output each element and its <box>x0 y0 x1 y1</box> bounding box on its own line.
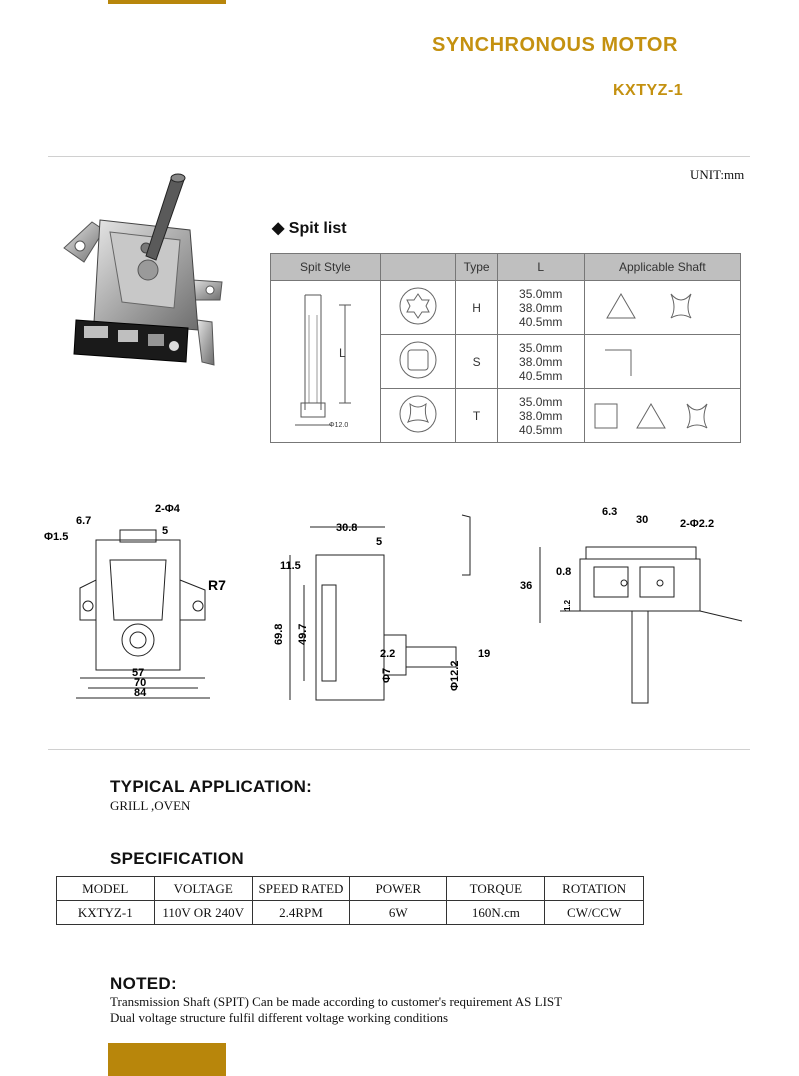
specification-table: MODEL VOLTAGE SPEED RATED POWER TORQUE R… <box>56 876 644 925</box>
col-type: Type <box>455 253 498 281</box>
col-profile <box>379 253 457 281</box>
profile-s <box>379 334 457 389</box>
side-d2: 5 <box>376 536 382 548</box>
motor-photo <box>63 173 223 366</box>
application-text: GRILL ,OVEN <box>110 798 191 813</box>
col-spit-style: Spit Style <box>270 253 381 281</box>
spec-h-model: MODEL <box>56 876 155 901</box>
side-d7: Φ7 <box>381 668 393 683</box>
spec-value-row: KXTYZ-1 110V OR 240V 2.4RPM 6W 160N.cm C… <box>56 900 644 925</box>
front-d4: 5 <box>162 525 168 537</box>
side-view-drawing: 30.8 5 11.5 69.8 49.7 2.2 Φ7 Φ12.2 19 <box>273 514 490 701</box>
type-t: T <box>455 388 498 443</box>
noted-heading: NOTED: <box>110 974 177 993</box>
spit-table: Spit Style Type L Applicable Shaft L Φ12… <box>270 253 742 443</box>
front-d5: R7 <box>208 577 226 593</box>
lengths-t: 35.0mm 38.0mm 40.5mm <box>496 388 585 443</box>
spec-v-rotation: CW/CCW <box>544 900 644 925</box>
side-d4: 69.8 <box>273 624 285 645</box>
lengths-h: 35.0mm 38.0mm 40.5mm <box>496 280 585 335</box>
top-d1: 6.3 <box>602 506 617 518</box>
side-d8: Φ12.2 <box>449 661 461 691</box>
lengths-s: 35.0mm 38.0mm 40.5mm <box>496 334 585 389</box>
spit-row-s: S 35.0mm 38.0mm 40.5mm <box>271 334 742 389</box>
spit-row-h: L Φ12.0 H 35.0mm 38.0mm 40.5mm <box>270 280 742 443</box>
side-d6: 2.2 <box>380 648 395 660</box>
model-title: KXTYZ-1 <box>613 82 684 99</box>
front-d2: 6.7 <box>76 515 91 527</box>
front-d8: 84 <box>134 687 147 699</box>
spit-list-title: Spit list <box>288 220 347 237</box>
top-d2: 30 <box>636 514 648 526</box>
front-d7: 70 <box>134 677 146 689</box>
front-view-drawing: 2-Φ4 6.7 Φ1.5 5 R7 57 70 84 <box>44 503 226 699</box>
header-divider <box>48 156 750 157</box>
shaft-h <box>583 280 742 335</box>
col-l: L <box>496 253 585 281</box>
spit-row-t: T 35.0mm 38.0mm 40.5mm <box>271 388 742 443</box>
side-d1: 30.8 <box>336 522 357 534</box>
front-d3: Φ1.5 <box>44 531 68 543</box>
spit-list-heading: ◆ Spit list <box>272 218 347 238</box>
type-h: H <box>455 280 498 335</box>
spec-h-voltage: VOLTAGE <box>153 876 253 901</box>
l-dimension: L <box>339 346 346 360</box>
top-d6: 1.2 <box>563 599 572 611</box>
spec-h-torque: TORQUE <box>446 876 546 901</box>
col-shaft: Applicable Shaft <box>583 253 742 281</box>
top-d4: 0.8 <box>556 566 571 578</box>
shaft-t <box>583 388 742 443</box>
side-d5: 49.7 <box>297 624 309 645</box>
dia-dimension: Φ12.0 <box>329 422 348 429</box>
spec-header-row: MODEL VOLTAGE SPEED RATED POWER TORQUE R… <box>56 876 644 901</box>
front-d1: 2-Φ4 <box>155 503 181 515</box>
diamond-bullet-icon: ◆ <box>272 220 285 237</box>
spec-h-rotation: ROTATION <box>544 876 644 901</box>
side-d9: 19 <box>478 648 490 660</box>
profile-t <box>379 388 457 443</box>
top-d3: 2-Φ2.2 <box>680 518 714 530</box>
side-d3: 11.5 <box>280 560 301 572</box>
specification-heading: SPECIFICATION <box>110 849 244 868</box>
shaft-s <box>583 334 742 389</box>
application-heading: TYPICAL APPLICATION: <box>110 777 313 796</box>
noted-line-2: Dual voltage structure fulfil different … <box>110 1010 449 1025</box>
front-d6: 57 <box>132 667 144 679</box>
drawings-divider <box>48 749 750 750</box>
profile-h <box>379 280 457 335</box>
top-d5: 36 <box>520 580 532 592</box>
unit-label: UNIT:mm <box>690 167 745 182</box>
spec-v-torque: 160N.cm <box>446 900 546 925</box>
top-accent-bar <box>108 0 226 4</box>
spec-v-voltage: 110V OR 240V <box>153 900 253 925</box>
spit-style-drawing: L Φ12.0 <box>270 280 381 443</box>
noted-line-1: Transmission Shaft (SPIT) Can be made ac… <box>110 994 563 1009</box>
spec-v-speed: 2.4RPM <box>251 900 351 925</box>
bottom-accent-bar <box>108 1043 226 1076</box>
spec-h-speed: SPEED RATED <box>251 876 351 901</box>
spec-v-model: KXTYZ-1 <box>56 900 155 925</box>
type-s: S <box>455 334 498 389</box>
spec-h-power: POWER <box>349 876 448 901</box>
page-title: SYNCHRONOUS MOTOR <box>432 34 678 56</box>
top-view-drawing: 6.3 30 2-Φ2.2 0.8 36 1.2 <box>520 506 743 704</box>
spec-v-power: 6W <box>349 900 448 925</box>
